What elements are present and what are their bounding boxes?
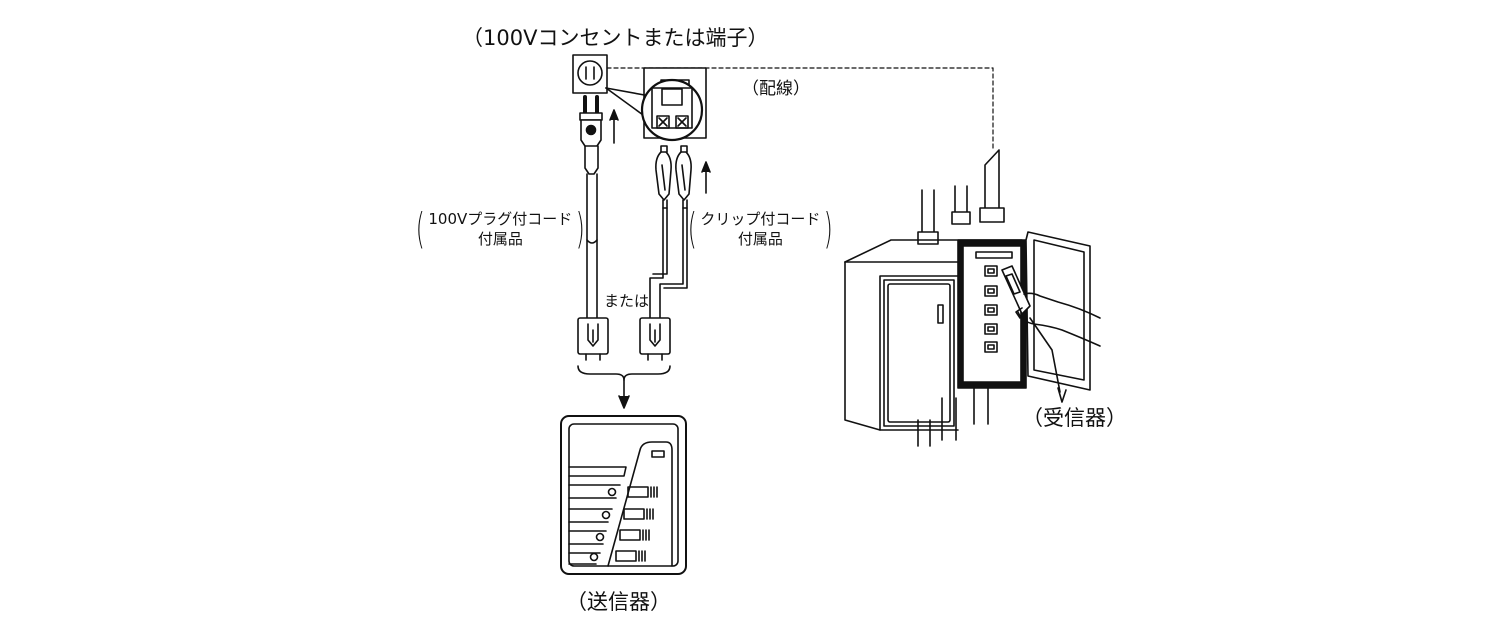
clip-cord-label-line1: クリップ付コード	[700, 210, 821, 228]
clip-cord-label-line2: 付属品	[737, 230, 783, 248]
clip-cord-label: ( クリップ付コード 付属品 )	[687, 204, 834, 253]
or-label: または	[604, 292, 650, 310]
cabinet-icon	[844, 149, 1101, 447]
plug-cord-label-line1: 100Vプラグ付コード	[428, 210, 573, 228]
plug-cord-label: ( 100Vプラグ付コード 付属品 )	[415, 204, 585, 253]
plug-cord-label-line2: 付属品	[477, 230, 523, 248]
receiver-label: （受信器）	[1022, 406, 1127, 430]
wiring-label: （配線）	[742, 79, 810, 99]
terminal-block-icon	[605, 67, 707, 142]
transmitter-icon	[560, 415, 687, 575]
outlet-icon	[572, 54, 608, 94]
wiring-dashed-line	[606, 67, 994, 151]
arrow-up-icon	[701, 161, 711, 194]
plug-icon	[579, 95, 603, 175]
plug-cord	[586, 173, 598, 319]
connector-left-icon	[577, 317, 609, 361]
brace-arrow	[577, 365, 671, 409]
clip-cord	[649, 207, 688, 319]
connector-right-icon	[639, 317, 671, 361]
clip-right-icon	[675, 145, 692, 209]
outlet-label: （100Vコンセントまたは端子）	[462, 26, 769, 50]
arrow-up-icon	[609, 109, 619, 144]
transmitter-label: （送信器）	[566, 590, 671, 614]
clip-left-icon	[655, 145, 672, 209]
